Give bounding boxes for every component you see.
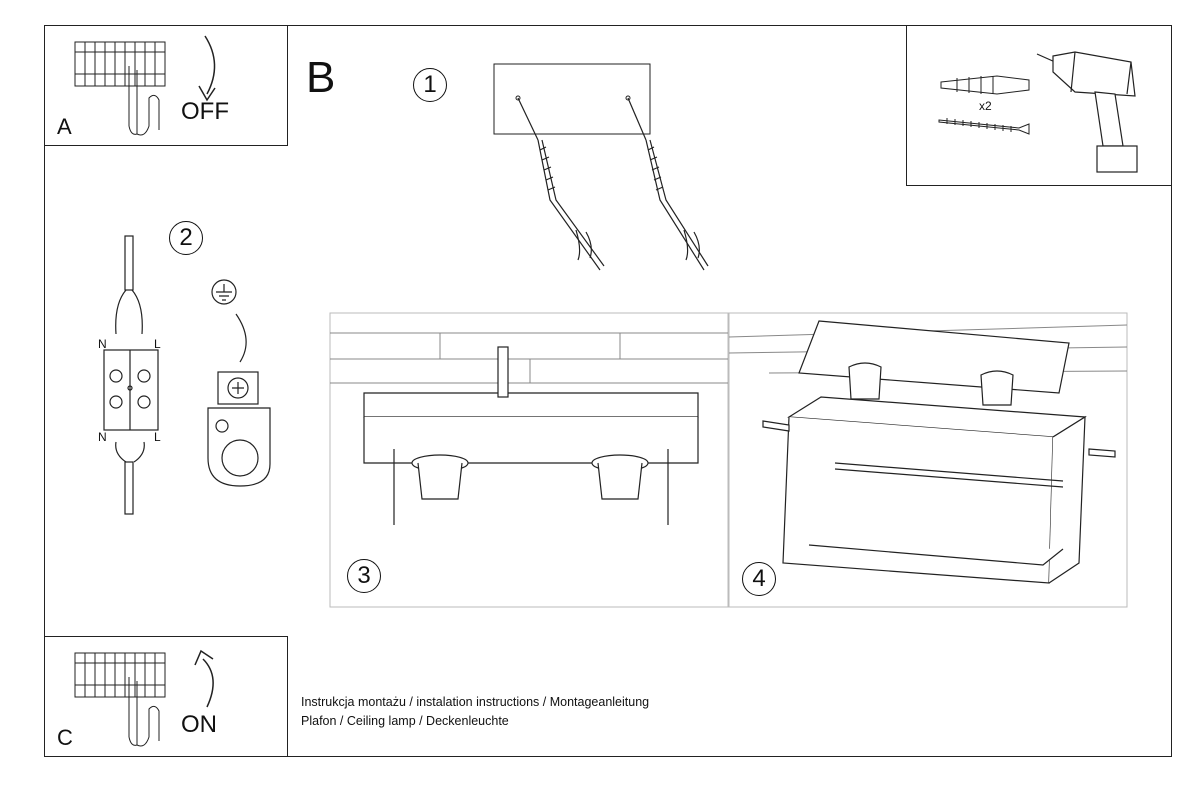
- wall-plug-icon: [940, 75, 1030, 95]
- tools-panel: x2: [906, 25, 1172, 186]
- earth-terminal-illustration: [207, 279, 271, 487]
- panel-b-letter: B: [306, 53, 336, 102]
- step-1-number: 1: [413, 68, 447, 102]
- instruction-sheet-frame: [44, 25, 1172, 757]
- step-3-number: 3: [347, 559, 381, 593]
- lamp-body-attach-illustration: [728, 312, 1128, 608]
- arrow-up-icon: [194, 649, 214, 708]
- breaker-switch-icon: [74, 652, 166, 747]
- panel-a-letter: A: [57, 114, 72, 139]
- terminal-block-illustration: [103, 235, 159, 515]
- breaker-switch-icon: [74, 41, 166, 136]
- quantity-label: x2: [979, 99, 992, 113]
- neutral-label-bottom: N: [98, 430, 107, 444]
- drill-icon: [1036, 51, 1138, 173]
- panel-a-power-off: OFF A: [44, 25, 288, 146]
- step-4-number: 4: [742, 562, 776, 596]
- panel-c-letter: C: [57, 725, 73, 750]
- panel-c-power-on: ON C: [44, 636, 288, 757]
- off-label: OFF: [181, 98, 229, 125]
- instructions-title: Instrukcja montażu / instalation instruc…: [301, 695, 650, 709]
- on-label: ON: [181, 711, 217, 738]
- product-type: Plafon / Ceiling lamp / Deckenleuchte: [301, 714, 509, 728]
- step-2-number: 2: [169, 221, 203, 255]
- screw-icon: [938, 118, 1030, 135]
- live-label-top: L: [154, 337, 161, 351]
- ceiling-drill-holes-illustration: [493, 63, 709, 271]
- neutral-label-top: N: [98, 337, 107, 351]
- arrow-down-icon: [198, 35, 216, 102]
- mounting-plate-illustration: [329, 312, 729, 608]
- live-label-bottom: L: [154, 430, 161, 444]
